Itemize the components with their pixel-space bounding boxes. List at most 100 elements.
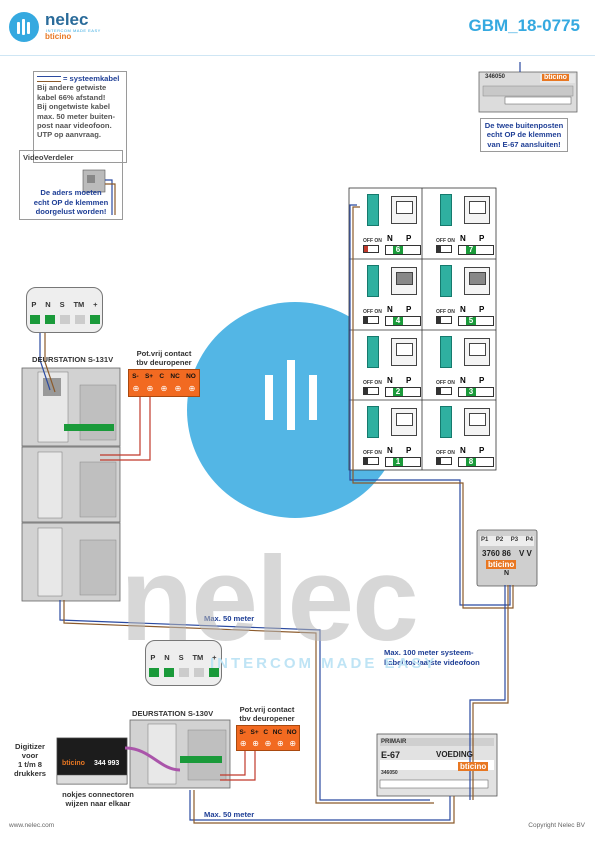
monitor-off-on: OFF ON xyxy=(436,450,455,456)
monitor-terminal-p: P xyxy=(479,234,485,243)
monitor-switch-icon xyxy=(436,245,452,253)
ds2-contact-c: C xyxy=(263,729,269,736)
ds1-contact-c: C xyxy=(159,373,165,380)
monitor-cell: OFF ON N P 7 xyxy=(422,188,495,259)
digitizer-brand: bticino xyxy=(62,760,85,767)
ds2-terminal-plus: + xyxy=(212,653,217,662)
systeemkabel-line-4: max. 50 meter buiten- xyxy=(37,111,116,121)
ds2-contact-s-minus: S- xyxy=(239,729,246,736)
monitor-terminal-n: N xyxy=(460,234,466,243)
ds2-terminal-s: S xyxy=(178,653,184,662)
ds2-contact-s-plus: S+ xyxy=(250,729,259,736)
ds1-contact-s-plus: S+ xyxy=(144,373,154,380)
ds1-contact-no: NO xyxy=(186,373,196,380)
monitor-connector-icon xyxy=(367,194,379,226)
ds1-terminal-s: S xyxy=(59,300,65,309)
voeding-primair: PRIMAIR xyxy=(381,739,407,745)
cable-legend-icon xyxy=(37,75,61,82)
videoverdeler-line-3: doorgelust worden! xyxy=(35,207,107,217)
systeemkabel-line-5: post naar videofoon. xyxy=(37,121,112,131)
monitor-number: 4 xyxy=(393,316,403,326)
verdeler-n: N xyxy=(504,570,510,577)
monitor-terminal-p: P xyxy=(479,305,485,314)
monitor-off-on: OFF ON xyxy=(363,309,382,315)
ds2-contact-no: NO xyxy=(286,729,297,736)
footer-copyright: Copyright Nelec BV xyxy=(528,822,585,829)
monitor-off-on: OFF ON xyxy=(436,309,455,315)
ds2-terminal-p: P xyxy=(150,653,156,662)
monitor-number: 1 xyxy=(393,457,403,467)
videofoon-icon xyxy=(391,408,417,436)
monitor-cell: OFF ON N P 2 xyxy=(349,330,422,401)
system-cables xyxy=(39,62,521,824)
buitenpost-model: 346050 xyxy=(485,74,506,80)
monitor-switch-icon xyxy=(436,316,452,324)
monitor-off-on: OFF ON xyxy=(363,238,382,244)
ds2-contact-block: S- S+ C NC NO ⊕⊕⊕⊕⊕ xyxy=(236,725,300,751)
monitor-cell: OFF ON N P 8 xyxy=(422,400,495,471)
monitor-connector-icon xyxy=(367,265,379,297)
monitor-terminal-n: N xyxy=(460,446,466,455)
ds1-contact-nc: NC xyxy=(170,373,180,380)
deurstation1-terminal-detail: P N S TM + xyxy=(26,287,103,333)
monitor-off-on: OFF ON xyxy=(436,238,455,244)
monitor-terminal-p: P xyxy=(406,376,412,385)
logo-brand: bticino xyxy=(45,32,72,41)
digitizer-module xyxy=(56,737,128,785)
buitenpost-brand: bticino xyxy=(542,74,569,81)
watermark-bar-2 xyxy=(287,360,295,430)
videoverdeler-title: VideoVerdeler xyxy=(23,153,74,162)
buitenposten-line-1: De twee buitenposten xyxy=(484,121,564,130)
monitor-cell: OFF ON N P 4 xyxy=(349,259,422,330)
max50-bottom-label: Max. 50 meter xyxy=(204,810,255,819)
verdeler-3760-86 xyxy=(476,529,538,587)
verdeler-brand: bticino xyxy=(486,560,517,569)
systeemkabel-legend: = systeemkabel xyxy=(63,74,120,83)
monitor-number: 7 xyxy=(466,245,476,255)
ds1-contact-s-minus: S- xyxy=(132,373,139,380)
monitor-connector-icon xyxy=(440,336,452,368)
videoverdeler-note: VideoVerdeler De aders moeten echt OP de… xyxy=(19,150,123,220)
document-id: GBM_18-0775 xyxy=(468,16,580,35)
watermark-nelec: nelec xyxy=(120,532,419,666)
videofoon-icon xyxy=(464,408,490,436)
monitor-number: 8 xyxy=(466,457,476,467)
monitor-off-on: OFF ON xyxy=(363,450,382,456)
ds2-contact-nc: NC xyxy=(272,729,283,736)
monitor-number: 2 xyxy=(393,387,403,397)
monitor-cell: OFF ON N P 1 xyxy=(349,400,422,471)
monitor-connector-icon xyxy=(440,194,452,226)
verdeler-model: 3760 86 xyxy=(482,549,511,558)
monitor-terminal-p: P xyxy=(406,446,412,455)
monitor-number: 3 xyxy=(466,387,476,397)
logo-tagline: INTERCOM MADE EASY xyxy=(46,28,101,33)
ds2-terminal-n: N xyxy=(164,653,170,662)
videofoon-icon xyxy=(391,267,417,295)
deurstation2-terminal-detail: P N S TM + xyxy=(145,640,222,686)
header-divider xyxy=(0,55,595,56)
ds1-terminal-plus: + xyxy=(93,300,98,309)
max50-top-label: Max. 50 meter xyxy=(204,614,255,623)
monitor-connector-icon xyxy=(367,336,379,368)
logo-name: nelec xyxy=(45,10,89,29)
monitor-off-on: OFF ON xyxy=(363,380,382,386)
monitor-cell: OFF ON N P 6 xyxy=(349,188,422,259)
monitor-cell: OFF ON N P 5 xyxy=(422,259,495,330)
videofoon-icon xyxy=(391,196,417,224)
monitor-switch-icon xyxy=(363,387,379,395)
ds2-terminal-tm: TM xyxy=(192,653,204,662)
nelec-logo-icon xyxy=(9,12,39,42)
videofoon-icon xyxy=(464,196,490,224)
monitor-connector-icon xyxy=(440,265,452,297)
deurstation2-title: DEURSTATION S-130V xyxy=(132,709,214,718)
buitenposten-note: De twee buitenposten echt OP de klemmen … xyxy=(480,118,568,153)
monitor-off-on: OFF ON xyxy=(436,380,455,386)
watermark-bar-1 xyxy=(265,375,273,420)
monitor-switch-icon xyxy=(363,245,379,253)
monitor-terminal-n: N xyxy=(460,376,466,385)
monitor-switch-icon xyxy=(436,457,452,465)
ds1-contact-block: S- S+ C NC NO ⊕⊕⊕⊕⊕ xyxy=(128,369,200,397)
ds1-terminal-p: P xyxy=(31,300,37,309)
monitor-connector-icon xyxy=(440,406,452,438)
